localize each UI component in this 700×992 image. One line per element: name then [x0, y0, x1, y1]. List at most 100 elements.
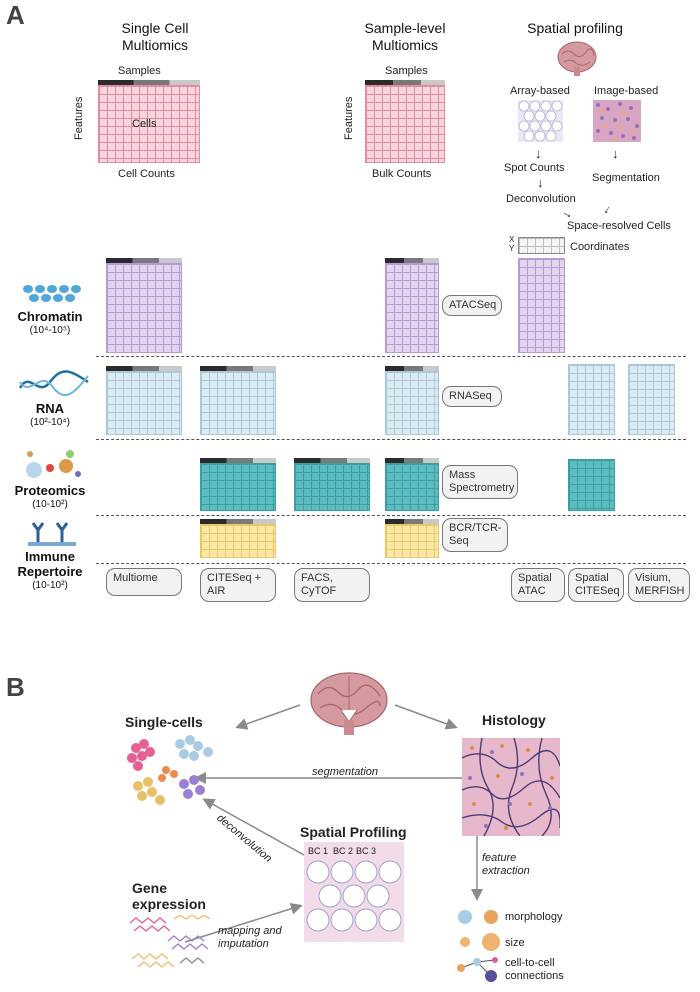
histology-features-icons	[457, 910, 500, 982]
gene-expression-label: Gene expression	[132, 880, 206, 912]
rnaseq-label: RNASeq	[442, 386, 502, 407]
segmentation-arrow-label: segmentation	[312, 766, 379, 778]
proteomics-label: Proteomics	[14, 483, 86, 498]
cell-connections-label: cell-to-cell connections	[505, 957, 564, 982]
separator-immune-platforms	[96, 563, 686, 564]
chromatin-icon	[23, 285, 81, 302]
sl-counts-label: Bulk Counts	[372, 168, 432, 180]
rna-bulk-matrix	[385, 371, 439, 435]
spatial-atac-pill: Spatial ATAC	[511, 568, 565, 602]
morphology-label: morphology	[505, 911, 563, 923]
sc-samples-label: Samples	[118, 65, 161, 77]
space-resolved-label: Space-resolved Cells	[567, 220, 671, 232]
sc-cell-matrix	[98, 85, 200, 163]
coordinates-matrix	[518, 237, 565, 254]
immune-repertoire-label: Immune Repertoire	[17, 549, 83, 579]
sl-bulk-matrix	[365, 85, 445, 163]
sc-sample-bar	[98, 80, 200, 85]
rna-cite-bar	[200, 366, 276, 371]
proteomics-range: (10-10²)	[32, 499, 68, 510]
mass-spec-label: Mass Spectrometry	[442, 465, 518, 499]
prot-bulk-matrix	[385, 463, 439, 511]
sl-samples-label: Samples	[385, 65, 428, 77]
immune-repertoire-range: (10-10²)	[32, 580, 68, 591]
rna-icon	[18, 370, 89, 397]
barcode-3: BC 3	[356, 846, 377, 856]
arrow-down-1: ↓	[535, 146, 542, 161]
spot-counts-label: Spot Counts	[504, 162, 565, 174]
separator-proteomics-immune	[96, 515, 686, 516]
prot-cite-bar	[200, 458, 276, 463]
segmentation-label: Segmentation	[592, 172, 660, 184]
chromatin-sc-matrix	[106, 263, 182, 353]
rna-label: RNA	[35, 401, 65, 416]
imm-cite-bar	[200, 519, 276, 524]
brain-large-icon	[310, 672, 388, 735]
y-label: Y	[509, 244, 515, 253]
imm-bulk-bar	[385, 519, 439, 524]
chromatin-bulk-bar	[385, 258, 439, 263]
citeseq-air-pill: CITESeq + AIR	[200, 568, 276, 602]
array-thumbnail	[518, 100, 563, 142]
bcr-tcr-label: BCR/TCR- Seq	[442, 518, 508, 552]
rna-sc-matrix	[106, 371, 182, 435]
imm-cite-matrix	[200, 524, 276, 558]
chromatin-label: Chromatin	[17, 309, 83, 324]
sc-counts-label: Cell Counts	[118, 168, 175, 180]
sc-cells-label: Cells	[132, 118, 157, 130]
imm-bulk-matrix	[385, 524, 439, 558]
barcode-2: BC 2	[333, 846, 354, 856]
rna-spatial-cite-matrix	[568, 364, 615, 435]
arrow-down-3: ↓	[537, 175, 544, 190]
panel-b-letter: B	[6, 672, 25, 702]
deconvolution-label: Deconvolution	[506, 193, 576, 205]
facs-cytof-pill: FACS, CyTOF	[294, 568, 370, 602]
proteomics-icon	[26, 450, 81, 478]
array-based-label: Array-based	[510, 85, 570, 97]
single-cells-label: Single-cells	[125, 714, 203, 730]
histology-label: Histology	[482, 712, 546, 728]
separator-rna-proteomics	[96, 439, 686, 440]
spatial-citeseq-pill: Spatial CITESeq	[568, 568, 624, 602]
single-cell-header: Single Cell Multiomics	[121, 20, 189, 53]
coordinates-label: Coordinates	[570, 241, 630, 253]
sample-level-header: Sample-level Multiomics	[364, 20, 446, 53]
prot-cite-matrix	[200, 463, 276, 511]
rna-cite-matrix	[200, 371, 276, 435]
visium-merfish-pill: Visium, MERFISH	[628, 568, 690, 602]
single-cells-cluster	[127, 735, 213, 805]
chromatin-bulk-matrix	[385, 263, 439, 353]
rna-bulk-bar	[385, 366, 439, 371]
panel-a-letter: A	[6, 0, 25, 30]
rna-sc-bar	[106, 366, 182, 371]
mapping-imputation-label: mapping and imputation	[218, 925, 282, 950]
brain-icon	[557, 41, 597, 76]
arrow-down-2: ↓	[612, 146, 619, 161]
spatial-array-image	[304, 842, 404, 942]
histology-image	[462, 738, 560, 836]
x-label: X	[509, 235, 515, 244]
rna-range: (10²-10⁴)	[30, 417, 70, 428]
feature-extraction-label: feature extraction	[482, 852, 530, 877]
barcode-1: BC 1	[308, 846, 329, 856]
atacseq-label: ATACSeq	[442, 295, 502, 316]
image-thumbnail	[593, 100, 641, 142]
separator-chromatin-rna	[96, 356, 686, 357]
gene-expression-waves	[129, 915, 211, 968]
size-label: size	[505, 937, 525, 949]
prot-facs-bar	[294, 458, 370, 463]
chromatin-sc-bar	[106, 258, 182, 263]
chromatin-range: (10⁴-10⁵)	[29, 325, 71, 336]
image-based-label: Image-based	[594, 85, 659, 97]
prot-facs-matrix	[294, 463, 370, 511]
prot-spatial-cite-matrix	[568, 459, 615, 511]
prot-bulk-bar	[385, 458, 439, 463]
spatial-header: Spatial profiling	[527, 20, 623, 36]
chromatin-spatial-matrix	[518, 258, 565, 353]
rna-visium-matrix	[628, 364, 675, 435]
multiome-pill: Multiome	[106, 568, 182, 596]
immune-receptor-icon	[28, 522, 76, 546]
sl-sample-bar	[365, 80, 445, 85]
